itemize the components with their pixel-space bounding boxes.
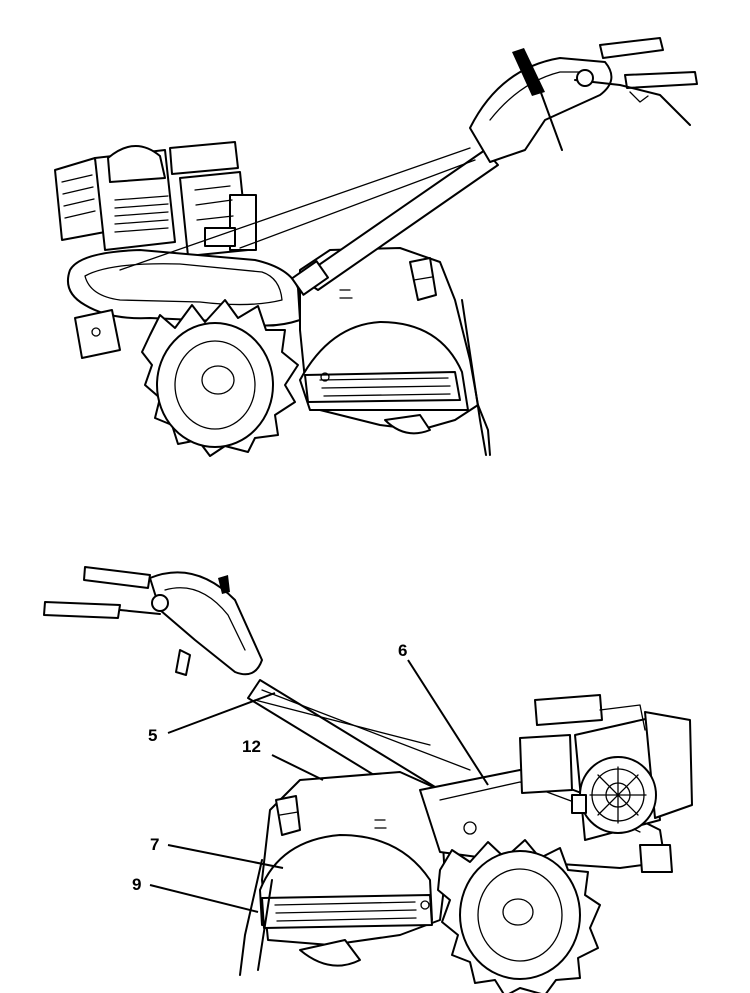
callout-6: 6 (398, 641, 407, 660)
callout-7: 7 (150, 835, 159, 854)
leader-5 (167, 692, 276, 734)
tiller-top-view (54, 37, 698, 457)
leader-6 (407, 659, 489, 786)
leader-7 (167, 844, 284, 869)
engine-bottom (519, 694, 693, 841)
callout-labels: 5 6 7 9 12 (132, 641, 407, 894)
engine-top (54, 141, 257, 257)
wheel-top (141, 299, 299, 457)
leader-12 (271, 754, 324, 781)
tiller-bottom-view: 5 6 7 9 12 (43, 566, 693, 993)
leader-9 (149, 884, 259, 913)
tine-hood-bottom (239, 771, 446, 976)
handlebar-top (119, 37, 698, 296)
tine-hood-top (299, 247, 491, 456)
callout-leaders (149, 659, 489, 913)
callout-9: 9 (132, 875, 141, 894)
wheel-bottom (437, 839, 601, 993)
callout-5: 5 (148, 726, 157, 745)
callout-12: 12 (242, 737, 261, 756)
frame-top (66, 249, 301, 359)
